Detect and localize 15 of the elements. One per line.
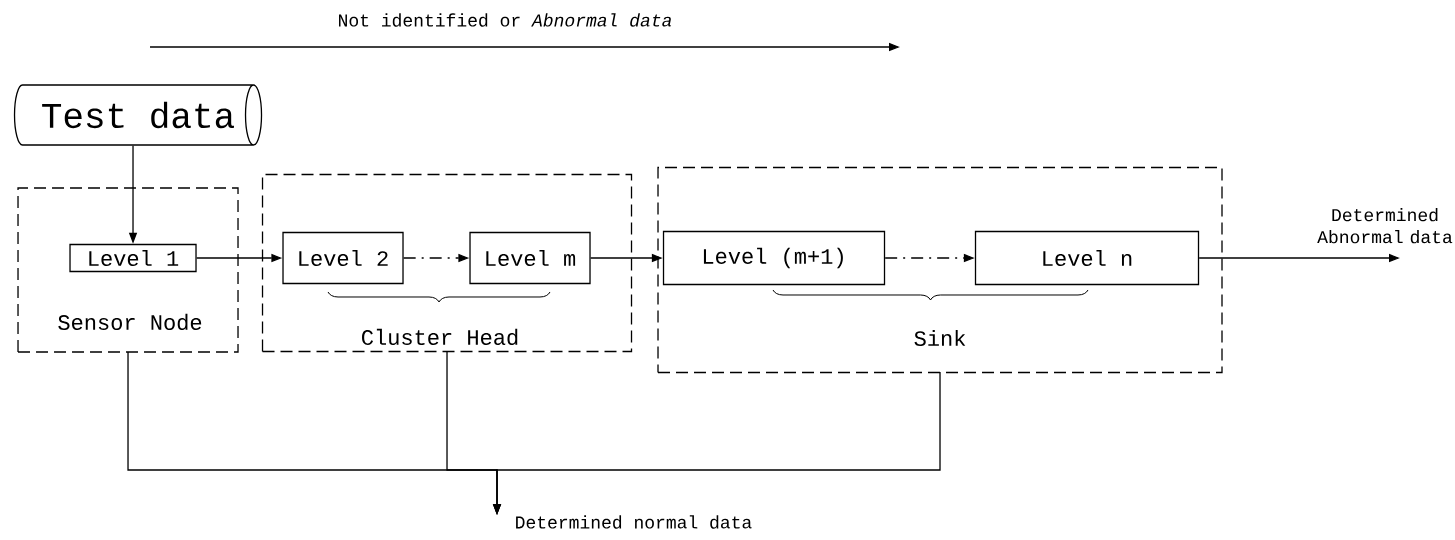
- group-label: Cluster Head: [362, 328, 518, 346]
- database-cylinder: Test data: [13, 84, 263, 146]
- note-text: Not identified or Abnormal data: [339, 13, 672, 27]
- level-box: Level 1: [69, 243, 197, 273]
- level-box: Level m: [469, 231, 591, 285]
- group-label: Sensor Node: [58, 313, 202, 331]
- output-label: Determined Abnormal data: [1317, 208, 1453, 244]
- output-label: Determined normal data: [516, 515, 752, 529]
- level-box: Level n: [974, 230, 1200, 286]
- dashed-group-box: [17, 187, 239, 353]
- level-box: Level 2: [282, 231, 404, 285]
- dashed-group-box: [261, 173, 633, 353]
- dashed-group-box: [657, 166, 1223, 374]
- level-box: Level (m+1): [662, 230, 886, 286]
- group-label: Sink: [914, 329, 966, 347]
